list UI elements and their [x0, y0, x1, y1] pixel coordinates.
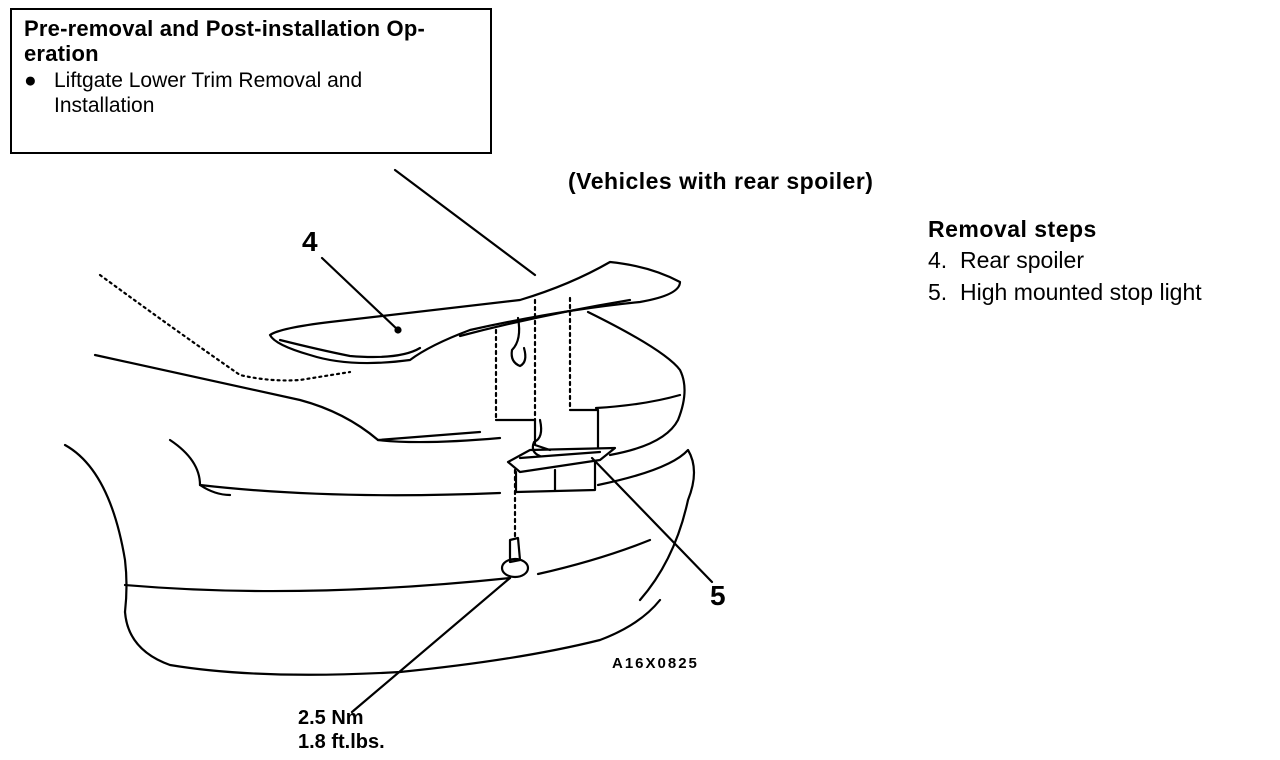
bracket-right: [568, 408, 600, 450]
quarter-panel: [63, 443, 128, 614]
trunk-lid-top: [93, 353, 482, 442]
note-title: Pre-removal and Post-installation Op- er…: [24, 16, 478, 66]
pre-removal-note-box: Pre-removal and Post-installation Op- er…: [10, 8, 492, 154]
rear-deck-side: [586, 310, 686, 457]
variant-label: (Vehicles with rear spoiler): [568, 168, 874, 194]
removal-step-item: 5. High mounted stop light: [928, 276, 1273, 308]
bumper-top: [123, 576, 512, 593]
step-number: 5.: [928, 279, 948, 305]
step-label: Rear spoiler: [960, 247, 1084, 273]
leader-5: [590, 456, 714, 584]
callout-5: 5: [710, 580, 726, 611]
leader-torque: [350, 576, 512, 714]
rear-glass-edge: [393, 168, 537, 277]
wire-hook-upper: [510, 316, 527, 368]
note-item-line-2: Installation: [54, 94, 155, 117]
note-item-text: Liftgate Lower Trim Removal and Installa…: [54, 68, 362, 118]
stop-light-lens: [518, 450, 602, 460]
tail-panel-line: [376, 436, 502, 444]
spoiler-edge: [278, 338, 422, 359]
leader-4: [320, 256, 400, 332]
spoiler-body: [268, 260, 682, 365]
note-title-line-2: eration: [24, 41, 99, 66]
removal-steps: Removal steps 4. Rear spoiler 5. High moun…: [928, 214, 1273, 308]
stop-light-housing: [506, 446, 617, 474]
bracket-left: [494, 418, 552, 452]
figure-code: A16X0825: [612, 655, 699, 672]
removal-steps-list: 4. Rear spoiler 5. High mounted stop light: [928, 244, 1273, 308]
leader-4-dot: [394, 326, 402, 334]
torque-spec: 2.5 Nm 1.8 ft.lbs.: [298, 706, 385, 754]
step-label: High mounted stop light: [960, 279, 1202, 305]
removal-steps-title: Removal steps: [928, 216, 1097, 242]
callout-4: 4: [302, 226, 318, 257]
tail-panel-line-2: [594, 393, 682, 410]
removal-step-item: 4. Rear spoiler: [928, 244, 1273, 276]
body-crease: [198, 483, 502, 497]
note-item-line-1: Liftgate Lower Trim Removal and: [54, 69, 363, 92]
bumper-mid: [536, 538, 652, 576]
torque-imperial: 1.8 ft.lbs.: [298, 731, 385, 753]
bumper-right: [596, 448, 696, 602]
note-list-item: ● Liftgate Lower Trim Removal and Instal…: [24, 68, 478, 118]
bolt-head: [500, 557, 530, 579]
bullet-icon: ●: [24, 69, 37, 92]
stop-light-lower: [514, 460, 597, 494]
bumper-lower: [123, 598, 662, 676]
torque-metric: 2.5 Nm: [298, 707, 364, 729]
step-number: 4.: [928, 247, 948, 273]
note-title-line-1: Pre-removal and Post-installation Op-: [24, 16, 426, 41]
spoiler-edge-2: [458, 298, 632, 338]
